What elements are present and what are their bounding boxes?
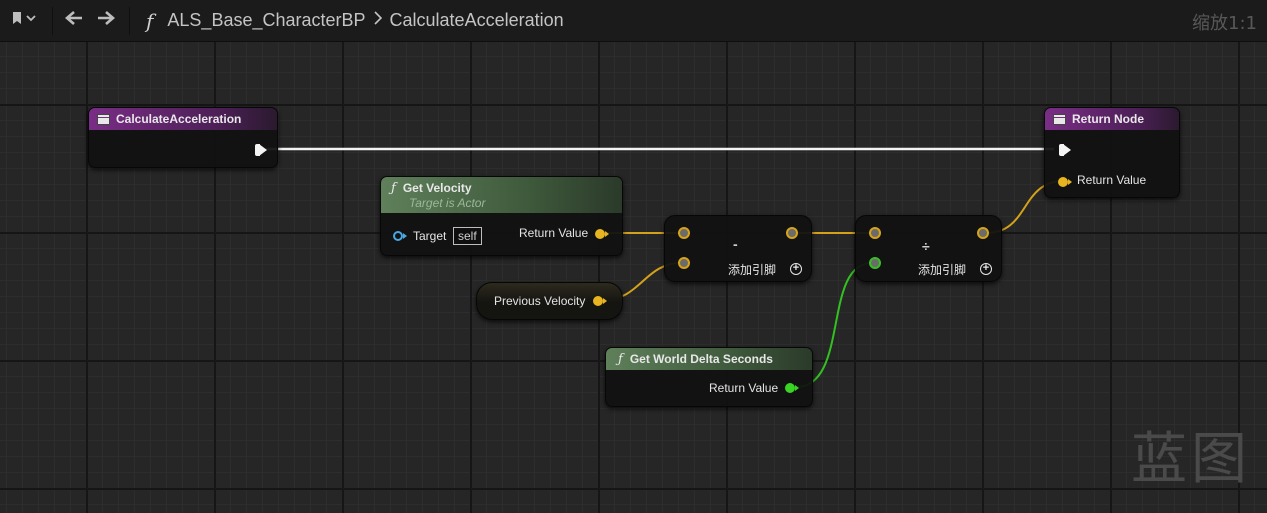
function-entry-node[interactable]: CalculateAcceleration	[88, 107, 278, 168]
result-output-pin[interactable]	[786, 227, 798, 239]
b-input-pin[interactable]	[678, 257, 690, 269]
divide-node[interactable]: ÷ 添加引脚 +	[855, 215, 1002, 282]
node-title: Get Velocity	[402, 181, 472, 195]
exec-input-pin[interactable]	[1059, 144, 1071, 156]
breadcrumb-chevron-icon	[373, 11, 382, 30]
pin-label: Target	[413, 229, 447, 243]
pin-label: Return Value	[709, 381, 779, 395]
node-header: CalculateAcceleration	[89, 108, 277, 130]
a-input-pin[interactable]	[869, 227, 881, 239]
subtract-node[interactable]: - 添加引脚 +	[664, 215, 812, 282]
exec-output-pin[interactable]	[255, 144, 267, 156]
get-world-delta-seconds-node[interactable]: ƒ Get World Delta Seconds Return Value	[605, 347, 813, 407]
return-value-output-pin[interactable]	[785, 383, 795, 393]
return-value-output-pin[interactable]	[595, 229, 605, 239]
zoom-level: 缩放1:1	[1192, 13, 1257, 34]
arrow-left-icon	[64, 10, 84, 31]
pin-arrow-icon	[795, 385, 799, 391]
node-header: ƒ Get Velocity Target is Actor	[381, 177, 622, 213]
back-button[interactable]	[59, 0, 89, 41]
get-velocity-node[interactable]: ƒ Get Velocity Target is Actor Target se…	[380, 176, 623, 256]
add-pin-icon[interactable]: +	[790, 263, 802, 275]
pin-arrow-icon	[1068, 179, 1072, 185]
node-header: ƒ Get World Delta Seconds	[606, 348, 812, 370]
blueprint-watermark: 蓝图	[1131, 427, 1251, 492]
return-value-input-pin[interactable]	[1058, 177, 1068, 187]
breadcrumb-blueprint[interactable]: ALS_Base_CharacterBP	[167, 10, 366, 30]
toolbar-divider	[129, 6, 130, 35]
subtract-operator: -	[733, 236, 738, 252]
forward-button[interactable]	[89, 0, 123, 41]
function-icon: ƒ	[391, 180, 396, 196]
node-subtitle: Target is Actor	[409, 195, 486, 210]
pin-arrow-icon	[403, 233, 407, 239]
bookmark-icon	[10, 10, 36, 31]
value-output-pin[interactable]	[593, 296, 603, 306]
target-self-field[interactable]: self	[453, 227, 482, 245]
node-title: CalculateAcceleration	[116, 112, 242, 126]
pin-arrow-icon	[605, 231, 609, 237]
graph-toolbar: f ALS_Base_CharacterBP CalculateAccelera…	[0, 0, 1267, 42]
add-pin-label[interactable]: 添加引脚	[728, 263, 777, 277]
pin-label: Return Value	[1077, 173, 1147, 187]
breadcrumb-function[interactable]: CalculateAcceleration	[389, 10, 564, 30]
result-output-pin[interactable]	[977, 227, 989, 239]
pin-label: Return Value	[519, 226, 589, 240]
a-input-pin[interactable]	[678, 227, 690, 239]
add-pin-label[interactable]: 添加引脚	[918, 263, 967, 277]
node-title: Get World Delta Seconds	[629, 352, 773, 366]
b-input-pin[interactable]	[869, 257, 881, 269]
variable-label: Previous Velocity	[494, 294, 586, 308]
function-icon: f	[146, 8, 154, 33]
function-icon: ƒ	[618, 351, 623, 367]
arrow-right-icon	[96, 10, 116, 31]
function-node-icon	[97, 113, 110, 125]
function-node-icon	[1053, 113, 1066, 125]
divide-operator: ÷	[922, 238, 930, 254]
target-input-pin[interactable]	[393, 231, 403, 241]
previous-velocity-variable-node[interactable]: Previous Velocity	[476, 282, 623, 320]
node-header: Return Node	[1045, 108, 1179, 130]
add-pin-icon[interactable]: +	[980, 263, 992, 275]
return-node[interactable]: Return Node Return Value	[1044, 107, 1180, 198]
node-title: Return Node	[1072, 112, 1144, 126]
bookmark-button[interactable]	[0, 0, 46, 41]
pin-arrow-icon	[603, 298, 607, 304]
toolbar-divider	[52, 6, 53, 35]
